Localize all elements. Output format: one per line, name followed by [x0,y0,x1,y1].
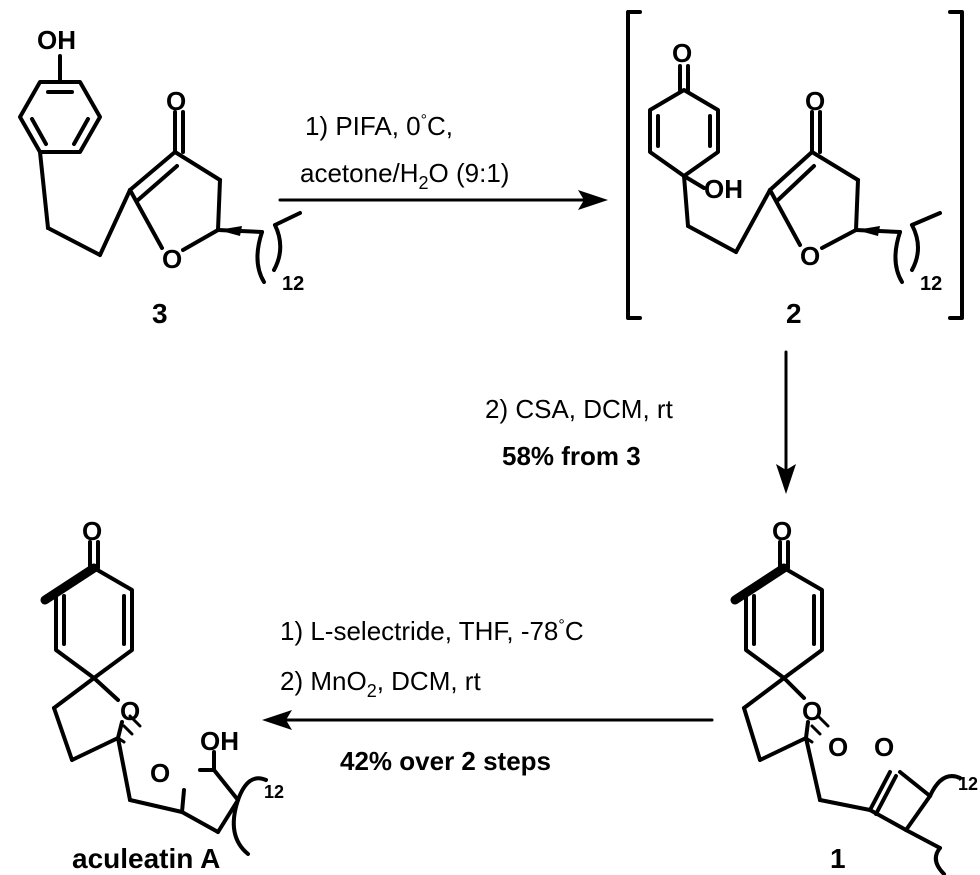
chain-length-label: 12 [282,273,304,295]
ketone-o-label: O [874,732,894,762]
hydroxyl-oh-label: OH [200,726,239,756]
step-2-arrow [776,350,796,494]
step-1-conditions-line-1: 1) PIFA, 0°C, [305,111,453,141]
spiro-o-label: O [802,696,822,726]
phenol-oh-label: OH [37,25,76,55]
step-3-conditions-line-2: 2) MnO2, DCM, rt [280,666,481,701]
step-3-arrow [262,710,714,730]
compound-2-brackets [626,10,964,320]
pyran-o-label: O [828,732,848,762]
chain-length-label: 12 [920,273,942,295]
step-2-conditions-line-1: 2) CSA, DCM, rt [485,394,674,424]
chain-length-label: 12 [264,782,284,802]
step-3-conditions-line-1: 1) L-selectride, THF, -78°C [280,616,584,646]
compound-1-structure: O O O O 12 [730,516,978,875]
step-1-arrow [278,190,608,210]
pyran-o-label: O [150,758,170,788]
ring-o-label: O [800,241,820,271]
dienone-o-label: O [772,516,792,546]
step-2-yield: 58% from 3 [502,441,641,471]
aculeatin-a-label: aculeatin A [72,843,220,874]
aculeatin-a-structure: O O O OH 12 [40,516,284,856]
spiro-o-label: O [120,696,140,726]
dienone-o-label: O [672,38,692,68]
ring-o-label: O [162,244,182,274]
chain-length-label: 12 [958,774,978,794]
compound-2-structure: O OH O O 12 [648,38,942,295]
step-3-yield: 42% over 2 steps [340,746,551,776]
tertiary-oh-label: OH [704,174,743,204]
ketone-o-label: O [166,86,186,116]
ketone-o-label: O [805,86,825,116]
compound-1-label: 1 [830,843,846,874]
compound-2-label: 2 [786,298,802,329]
compound-3-structure: OH O O 12 [18,25,304,295]
step-1-conditions-line-2: acetone/H2O (9:1) [300,158,509,193]
dienone-o-label: O [82,516,102,546]
compound-3-label: 3 [152,298,168,329]
